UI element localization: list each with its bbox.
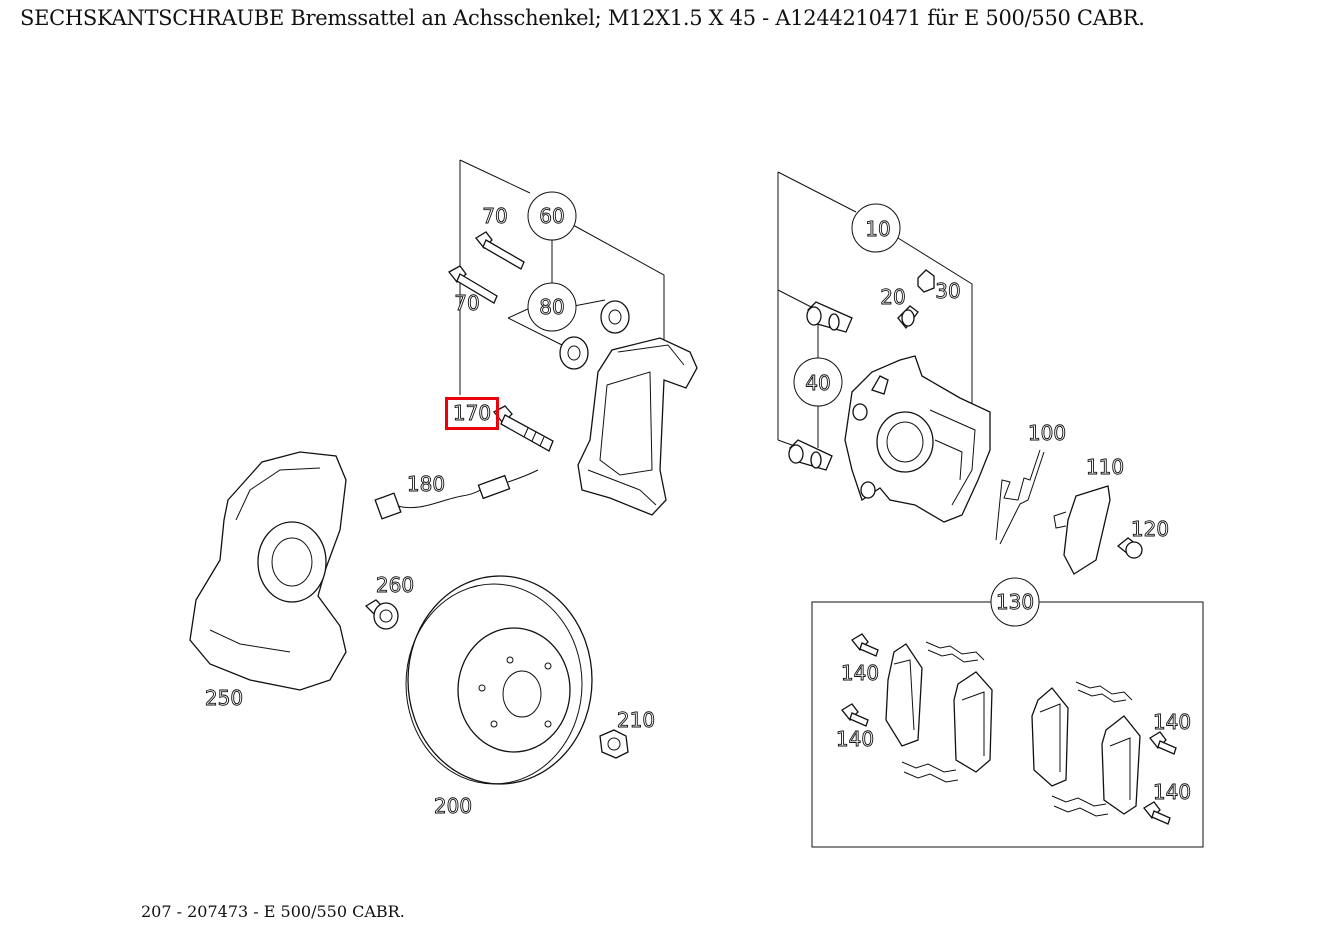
kit-bolt-upper-left[interactable] [851,633,879,657]
brake-pad-110[interactable] [1053,485,1111,575]
brake-disc-200[interactable] [405,575,593,785]
hex-bolt-170[interactable] [493,405,554,452]
kit-wear-sensor-top-left[interactable] [925,641,985,663]
bracket-bolt-upper[interactable] [475,231,525,270]
callout-40[interactable]: 40 [805,371,831,396]
brake-carrier[interactable] [577,337,698,516]
pad-kit-box [811,601,1204,848]
callout-circle-130 [990,577,1040,627]
callout-140-upper-left[interactable]: 140 [840,661,879,686]
bolt-120[interactable] [1116,537,1143,559]
diagram-caption: 207 - 207473 - E 500/550 CABR. [141,902,405,921]
bleed-valve-cap[interactable] [917,269,935,293]
kit-pad-4[interactable] [1101,715,1141,815]
callout-120[interactable]: 120 [1130,517,1169,542]
kit-clip-bottom-left[interactable] [901,761,959,783]
callout-250[interactable]: 250 [204,686,243,711]
callout-180[interactable]: 180 [406,472,445,497]
kit-bolt-upper-right[interactable] [1149,731,1177,755]
callout-210[interactable]: 210 [616,708,655,733]
kit-pad-1[interactable] [885,643,923,747]
kit-wear-sensor-top-right[interactable] [1075,681,1133,703]
selected-part-highlight [445,397,499,430]
bracket-nut-left[interactable] [559,336,589,370]
callout-10[interactable]: 10 [865,217,891,242]
kit-pad-2[interactable] [953,671,993,773]
callout-circle-40 [793,357,843,407]
kit-clip-bottom-right[interactable] [1051,795,1109,817]
guide-pin-lower[interactable] [788,439,833,471]
nut-210[interactable] [599,729,629,759]
callout-110[interactable]: 110 [1085,455,1124,480]
callout-140-lower-left[interactable]: 140 [835,727,874,752]
dust-shield-250[interactable] [189,451,347,691]
callout-60[interactable]: 60 [539,204,565,229]
callout-20[interactable]: 20 [880,285,906,310]
kit-bolt-lower-right[interactable] [1143,801,1171,825]
carrier-bracket-group [448,159,698,516]
callout-30[interactable]: 30 [935,279,961,304]
callout-100[interactable]: 100 [1027,421,1066,446]
page-title: SECHSKANTSCHRAUBE Bremssattel an Achssch… [20,6,1145,30]
guide-pin-upper[interactable] [806,301,853,333]
kit-bolt-lower-left[interactable] [841,703,869,727]
caliper-group [777,171,991,523]
kit-pad-3[interactable] [1031,687,1069,787]
callout-140-lower-right[interactable]: 140 [1152,780,1191,805]
wear-sensor-180[interactable] [374,469,539,520]
callout-140-upper-right[interactable]: 140 [1152,710,1191,735]
callout-80[interactable]: 80 [539,295,565,320]
bolt-260[interactable] [364,599,399,630]
callout-70-upper[interactable]: 70 [482,204,508,229]
brake-caliper[interactable] [844,355,991,523]
callout-circle-80 [527,282,577,332]
bracket-bolt-lower[interactable] [448,265,498,304]
bleed-valve[interactable] [897,305,919,330]
bracket-nut-right[interactable] [600,300,630,334]
callout-70-lower[interactable]: 70 [454,291,480,316]
callout-circle-60 [527,191,577,241]
spring-clip-100[interactable] [995,449,1045,545]
callout-130[interactable]: 130 [995,590,1034,615]
callout-170[interactable]: 170 [452,401,491,426]
callout-circle-10 [851,203,901,253]
callout-200[interactable]: 200 [433,794,472,819]
callout-260[interactable]: 260 [375,573,414,598]
